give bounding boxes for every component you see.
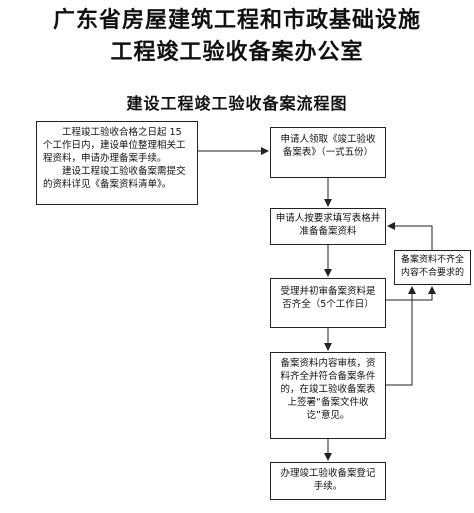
page-title-line2: 工程竣工验收备案办公室: [110, 39, 364, 65]
flow-step-3-text: 受理并初审备案资料是否齐全（5个工作日）: [280, 286, 376, 310]
flow-step-4-text: 备案资料内容审核，资料齐全并符合备案条件的，在竣工验收备案表上签署“备案文件收讫…: [280, 358, 376, 421]
flow-step-2-text: 申请人按要求填写表格并准备备案资料: [275, 213, 381, 237]
flow-step-5-text: 办理竣工验收备案登记手续。: [280, 468, 376, 492]
flow-step-5: 办理竣工验收备案登记手续。: [270, 462, 386, 500]
flow-step-2: 申请人按要求填写表格并准备备案资料: [270, 208, 386, 245]
intro-box: 工程竣工验收合格之日起 15个工作日内，建设单位整理相关工程资料，申请办理备案手…: [36, 121, 198, 205]
intro-paragraph-1: 工程竣工验收合格之日起 15个工作日内，建设单位整理相关工程资料，申请办理备案手…: [43, 127, 186, 164]
arrow-step3-to-reject: [386, 286, 436, 301]
flow-step-3: 受理并初审备案资料是否齐全（5个工作日）: [270, 278, 386, 328]
flow-step-1: 申请人领取《竣工验收备案表》（一式五份）: [270, 127, 386, 178]
flowchart-title: 建设工程竣工验收备案流程图: [126, 94, 348, 113]
reject-box-text: 备案资料不齐全内容不合要求的: [400, 255, 464, 278]
page-title-line1: 广东省房屋建筑工程和市政基础设施: [52, 7, 421, 33]
reject-box: 备案资料不齐全内容不合要求的: [394, 250, 471, 285]
intro-paragraph-2: 建设工程竣工验收备案需提交的资料详见《备案资料清单》。: [43, 166, 186, 190]
flow-step-4: 备案资料内容审核，资料齐全并符合备案条件的，在竣工验收备案表上签署“备案文件收讫…: [270, 352, 386, 439]
flow-step-1-text: 申请人领取《竣工验收备案表》（一式五份）: [280, 134, 376, 158]
arrow-step4-to-reject: [386, 286, 416, 386]
arrow-reject-to-step2: [387, 222, 433, 250]
